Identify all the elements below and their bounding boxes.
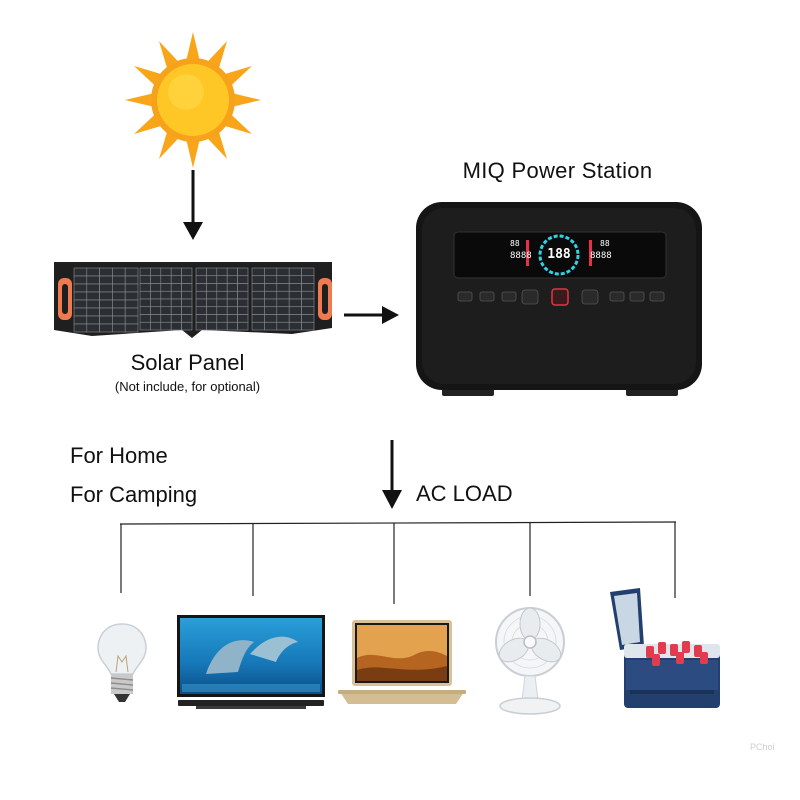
sun-icon — [125, 32, 261, 168]
cooler-icon — [610, 588, 720, 708]
tv-icon — [177, 615, 325, 709]
light-bulb-icon — [97, 623, 147, 702]
arrow-down-icon — [183, 170, 203, 240]
solar-panel-icon — [54, 262, 332, 338]
arrow-right-icon — [344, 306, 399, 324]
watermark: PChoi — [750, 742, 775, 752]
laptop-icon — [338, 620, 466, 704]
panel-subtitle: (Not include, for optional) — [114, 379, 261, 394]
display-readout-left-top: 88 — [510, 239, 520, 248]
display-readout-center: 188 — [547, 247, 571, 262]
power-station-icon — [416, 202, 702, 396]
display-readout-right-top: 88 — [600, 239, 610, 248]
panel-title: Solar Panel — [130, 350, 245, 375]
use-home-label: For Home — [70, 443, 168, 468]
display-readout-right: 8888 — [590, 251, 612, 261]
fan-icon — [495, 607, 565, 715]
ac-load-label: AC LOAD — [416, 481, 513, 506]
use-camping-label: For Camping — [70, 482, 198, 507]
display-readout-left: 8888 — [510, 251, 532, 261]
arrow-down-icon — [382, 490, 402, 509]
station-title: MIQ Power Station — [462, 158, 653, 183]
